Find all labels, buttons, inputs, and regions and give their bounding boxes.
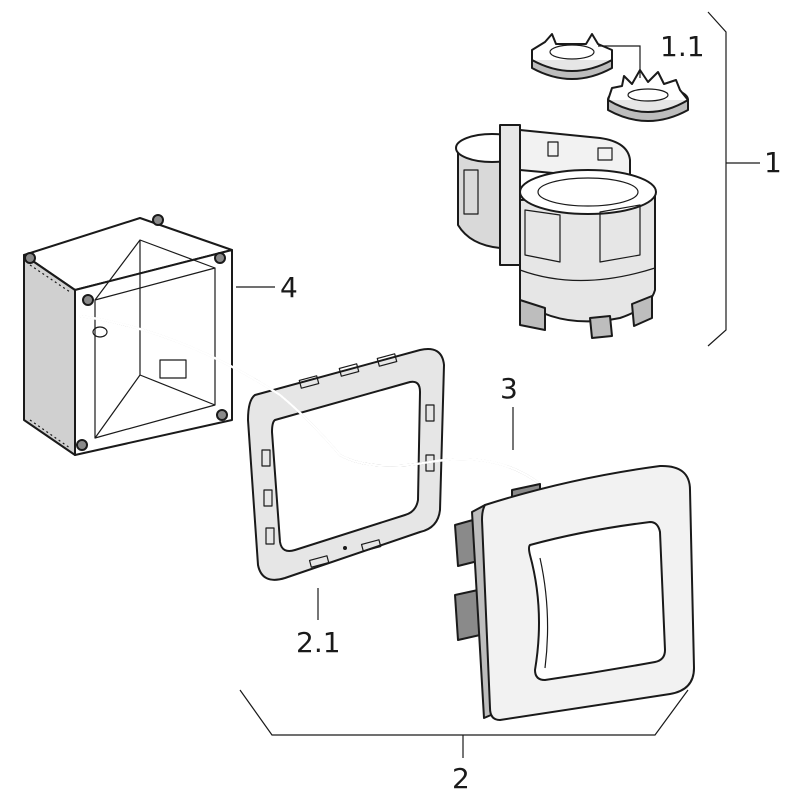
installation-box <box>23 214 233 456</box>
mounting-frame <box>247 348 445 581</box>
label-part-4: 4 <box>280 271 298 304</box>
leader-lines <box>236 11 760 758</box>
actuator-housing <box>455 124 657 339</box>
cap-ring-upper <box>531 33 613 80</box>
label-part-2-1: 2.1 <box>296 626 341 659</box>
cover-plate <box>454 464 695 721</box>
cable <box>78 314 547 490</box>
label-part-2: 2 <box>452 762 470 795</box>
label-part-1-1: 1.1 <box>660 30 705 63</box>
label-part-3: 3 <box>500 372 518 405</box>
cap-ring-lower <box>607 69 689 122</box>
label-part-1: 1 <box>764 146 782 179</box>
